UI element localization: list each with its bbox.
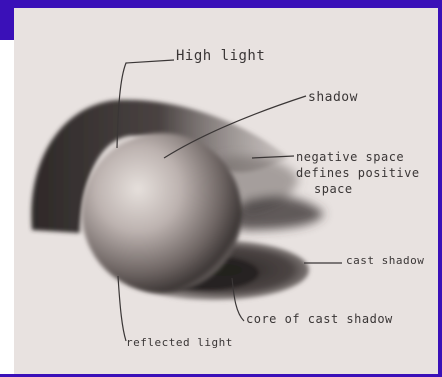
label-negative-space-2: defines positive	[296, 166, 420, 180]
label-highlight: High light	[176, 48, 265, 64]
label-shadow: shadow	[308, 90, 358, 105]
label-core-of-cast-shadow: core of cast shadow	[246, 312, 393, 326]
label-cast-shadow: cast shadow	[346, 254, 424, 267]
label-negative-space-1: negative space	[296, 150, 404, 164]
leader-reflected-light	[118, 276, 126, 341]
label-negative-space-3: space	[314, 182, 353, 196]
sphere	[82, 133, 242, 293]
sketch-paper: High light shadow negative space defines…	[14, 8, 438, 374]
frame-right-bar	[438, 0, 442, 377]
label-reflected-light: reflected light	[126, 336, 233, 349]
frame-top-bar	[0, 0, 442, 8]
